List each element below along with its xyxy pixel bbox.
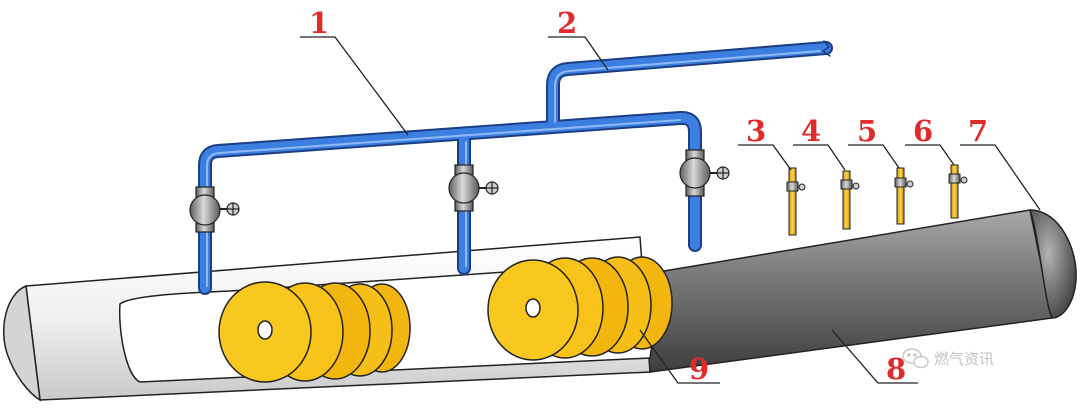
callout-3: 3 xyxy=(746,114,766,148)
leader-7 xyxy=(960,144,1041,211)
leader-2 xyxy=(548,36,609,71)
valve-middle xyxy=(448,164,499,212)
callout-leaders xyxy=(300,36,1041,384)
leader-6 xyxy=(905,144,955,166)
callout-7: 7 xyxy=(968,114,988,148)
pipe-right-end xyxy=(1028,209,1077,319)
riser-3 xyxy=(786,167,806,236)
callout-numbers: 1 2 3 4 5 6 7 8 9 xyxy=(309,6,988,386)
riser-6 xyxy=(948,164,968,219)
leader-3 xyxy=(738,144,792,171)
pig-disc-hole xyxy=(525,298,541,318)
pig-group-left xyxy=(218,281,411,383)
callout-1: 1 xyxy=(309,6,329,40)
watermark-text: 燃气资讯 xyxy=(934,350,994,368)
callout-8: 8 xyxy=(886,352,906,386)
leader-4 xyxy=(793,144,846,171)
callout-9: 9 xyxy=(689,352,709,386)
callout-5: 5 xyxy=(857,114,877,148)
pig-disc-hole xyxy=(257,320,273,340)
watermark: 燃气资讯 xyxy=(902,348,994,369)
riser-5 xyxy=(894,167,914,225)
supply-pipe-end xyxy=(822,40,831,57)
header-pipe xyxy=(200,112,700,293)
riser-4 xyxy=(840,170,860,230)
leader-1 xyxy=(300,36,409,136)
callout-4: 4 xyxy=(801,114,821,148)
callout-2: 2 xyxy=(557,6,577,40)
wechat-icon xyxy=(902,348,929,369)
supply-pipe xyxy=(548,43,831,129)
valve-left xyxy=(189,186,240,233)
leader-9 xyxy=(639,329,720,384)
pipe-left-end xyxy=(2,284,41,402)
valve-right xyxy=(679,149,730,197)
callout-6: 6 xyxy=(913,114,933,148)
blue-gas-header xyxy=(198,40,833,295)
leader-5 xyxy=(848,144,900,169)
pig-group-right xyxy=(487,256,673,361)
leader-8 xyxy=(831,329,918,384)
